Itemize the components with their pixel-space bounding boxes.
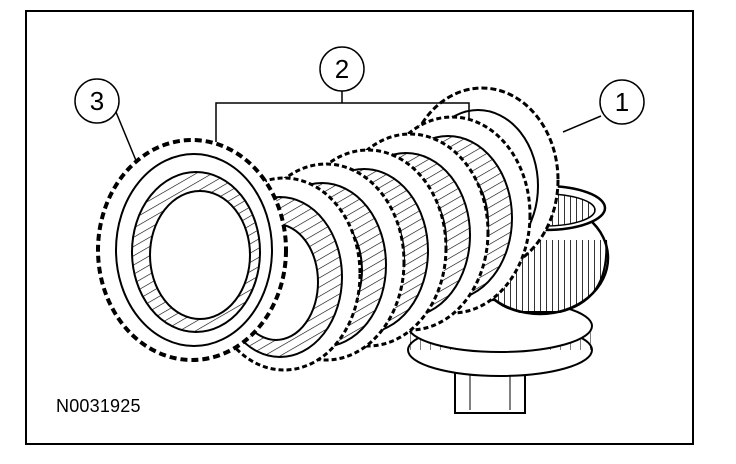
callout-1: 1 — [562, 79, 645, 133]
callout-3: 3 — [74, 78, 138, 164]
callout-2: 2 — [215, 46, 470, 142]
front-steel-plate-3 — [96, 138, 288, 362]
clutch-plate-stack — [206, 115, 532, 372]
callout-3-label: 3 — [90, 86, 104, 116]
callout-2-bracket — [215, 102, 470, 142]
callout-1-label: 1 — [615, 87, 629, 117]
figure-id-label: N0031925 — [56, 396, 141, 416]
callout-2-label: 2 — [335, 54, 349, 84]
